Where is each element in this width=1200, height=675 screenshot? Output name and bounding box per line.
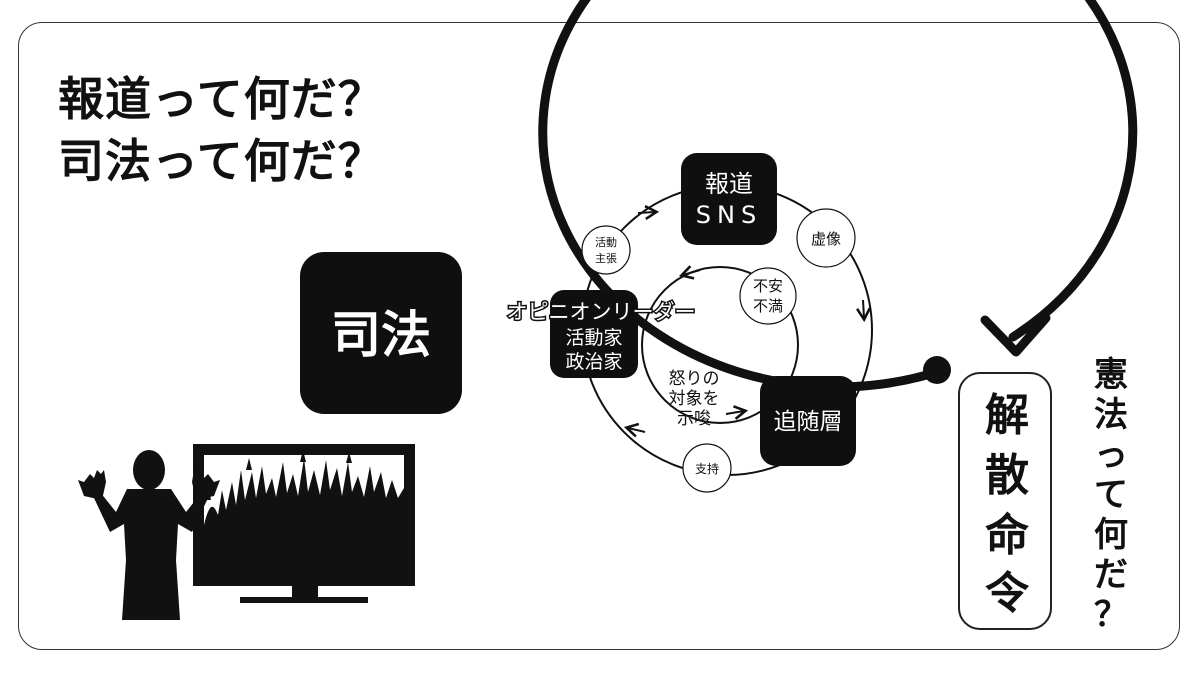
media-label-line2: SNS bbox=[696, 201, 762, 229]
dissolution-char-1: 解 bbox=[985, 390, 1029, 441]
dissolution-char-3: 命 bbox=[985, 510, 1029, 561]
support-label: 支持 bbox=[695, 461, 719, 476]
illusion-circle bbox=[796, 208, 856, 268]
dissolution-order-box: 解 散 命 令 bbox=[958, 372, 1052, 630]
support-circle bbox=[682, 443, 732, 493]
anger-line1: 怒りの bbox=[669, 369, 720, 389]
constitution-char-5: 何 bbox=[1094, 515, 1128, 555]
tv-crowd-icon bbox=[193, 444, 415, 603]
outer-cycle-arrowhead bbox=[980, 313, 1051, 357]
leaders-label: オピニオンリーダー bbox=[507, 300, 696, 324]
followers-label: 追随層 bbox=[774, 409, 843, 435]
outer-cycle-arc bbox=[538, 0, 1138, 392]
activism-circle bbox=[581, 225, 631, 275]
constitution-char-1: 憲 bbox=[1094, 355, 1128, 395]
constitution-char-3: っ bbox=[1094, 435, 1128, 475]
constitution-question: 憲 法 っ て 何 だ ？ bbox=[1088, 358, 1134, 638]
activism-line1: 活動 bbox=[595, 235, 617, 249]
anger-line3: 示唆 bbox=[677, 409, 711, 429]
judiciary-box bbox=[300, 252, 462, 414]
leaders-line2: 政治家 bbox=[565, 351, 622, 373]
inner-cycle-circle bbox=[641, 266, 799, 424]
activism-line2: 主張 bbox=[595, 252, 617, 265]
leaders-box bbox=[550, 290, 638, 378]
media-box bbox=[681, 153, 777, 245]
constitution-char-7: ？ bbox=[1094, 595, 1128, 635]
title-line-2: 司法って何だ？ bbox=[58, 134, 385, 188]
dissolution-char-2: 散 bbox=[985, 450, 1029, 501]
anxiety-circle bbox=[739, 267, 797, 325]
silhouette-person-icon bbox=[78, 450, 220, 620]
constitution-char-6: だ bbox=[1094, 555, 1128, 595]
anger-line2: 対象を bbox=[669, 389, 720, 409]
constitution-char-4: て bbox=[1094, 475, 1128, 515]
anxiety-line2: 不満 bbox=[753, 297, 783, 315]
constitution-char-2: 法 bbox=[1094, 395, 1128, 435]
outer-cycle-end-dot bbox=[923, 356, 951, 384]
title-line-1: 報道って何だ？ bbox=[58, 72, 385, 126]
dissolution-char-4: 令 bbox=[985, 568, 1029, 619]
judiciary-label: 司法 bbox=[331, 306, 431, 364]
anxiety-line1: 不安 bbox=[753, 277, 783, 295]
leaders-line1: 活動家 bbox=[565, 327, 622, 349]
followers-box bbox=[760, 376, 856, 466]
illusion-label: 虚像 bbox=[811, 230, 841, 248]
media-label-line1: 報道 bbox=[705, 170, 753, 198]
